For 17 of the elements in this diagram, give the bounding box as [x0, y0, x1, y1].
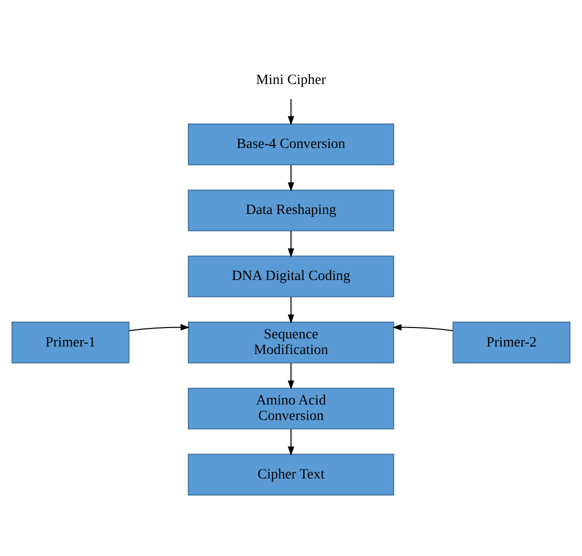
node-box: Cipher Text: [188, 453, 394, 495]
node-box: Amino Acid Conversion: [188, 387, 394, 429]
node-box: Sequence Modification: [188, 321, 394, 363]
node-box: Primer-1: [12, 321, 130, 363]
node-box: DNA Digital Coding: [188, 255, 394, 297]
arrow: [288, 230, 294, 258]
arrow: [288, 362, 294, 390]
node-text: Mini Cipher: [256, 72, 326, 88]
arrow: [288, 428, 294, 456]
arrow: [129, 324, 190, 331]
arrow: [392, 324, 453, 331]
node-box: Data Reshaping: [188, 189, 394, 231]
node-box: Base-4 Conversion: [188, 123, 394, 165]
node-box: Primer-2: [452, 321, 570, 363]
arrow: [288, 296, 294, 324]
arrow: [288, 98, 294, 125]
arrow: [288, 164, 294, 191]
